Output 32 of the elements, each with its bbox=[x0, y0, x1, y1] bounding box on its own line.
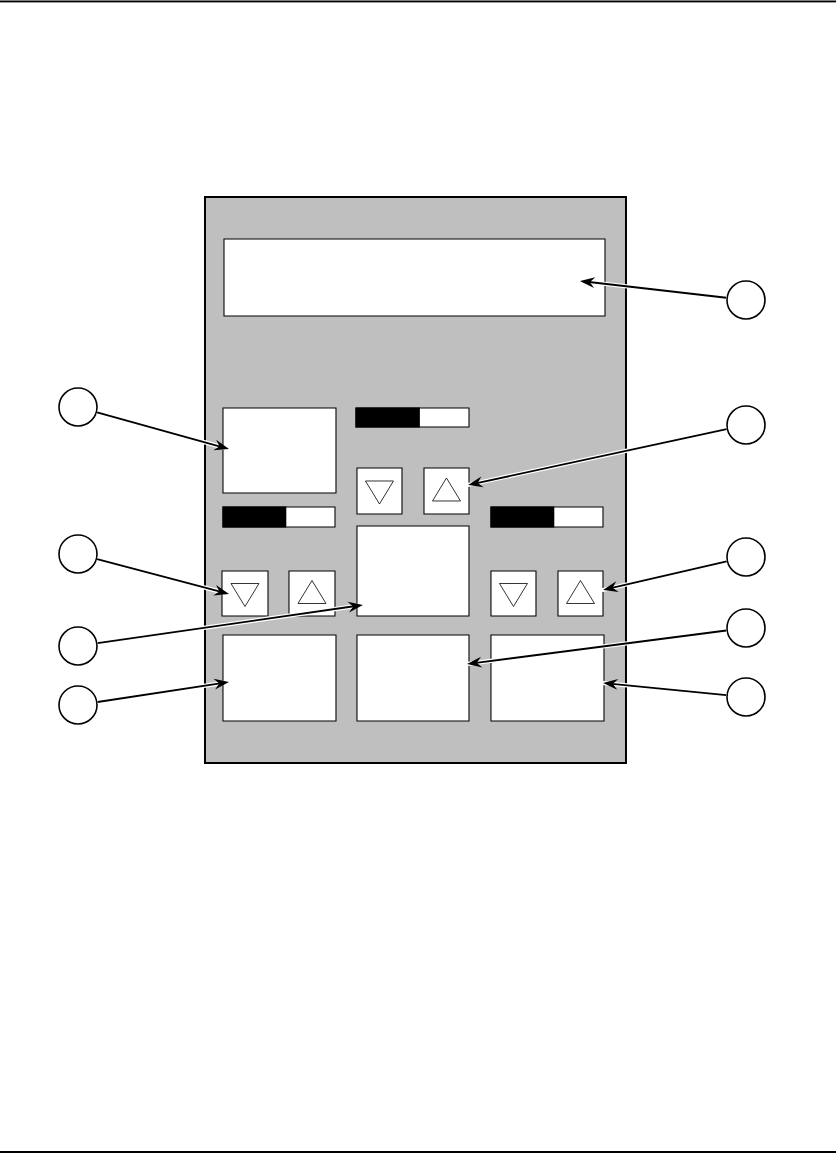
callout-circle bbox=[726, 677, 766, 717]
leader-arrow bbox=[96, 678, 231, 705]
key bbox=[356, 525, 470, 617]
up-arrow-key bbox=[557, 570, 604, 617]
key bbox=[490, 634, 605, 722]
key bbox=[222, 634, 337, 722]
down-arrow-key bbox=[221, 570, 269, 617]
up-arrow-key bbox=[288, 570, 336, 617]
up-arrow-key bbox=[423, 467, 470, 515]
callout-circle bbox=[58, 626, 98, 666]
leader-arrow bbox=[96, 410, 231, 452]
key bbox=[356, 634, 470, 722]
display-window bbox=[222, 407, 337, 494]
leader-arrow bbox=[601, 559, 728, 593]
down-arrow-key bbox=[356, 467, 403, 515]
leader-arrow bbox=[96, 557, 231, 597]
callout-circle bbox=[726, 537, 766, 577]
callout-circle bbox=[726, 280, 766, 320]
down-arrow-key bbox=[490, 570, 537, 617]
callout-circle bbox=[58, 534, 98, 574]
leader-arrow bbox=[96, 601, 365, 646]
level-bar bbox=[355, 407, 470, 428]
leader-arrow bbox=[465, 628, 728, 668]
callout-circle bbox=[726, 608, 766, 648]
level-bar bbox=[490, 506, 604, 528]
leader-arrow bbox=[466, 427, 728, 488]
callout-circle bbox=[58, 387, 98, 427]
callout-circle bbox=[58, 685, 98, 725]
level-bar bbox=[222, 506, 336, 528]
callout-circle bbox=[726, 405, 766, 445]
leader-arrow bbox=[601, 679, 728, 698]
display-window bbox=[223, 238, 606, 317]
